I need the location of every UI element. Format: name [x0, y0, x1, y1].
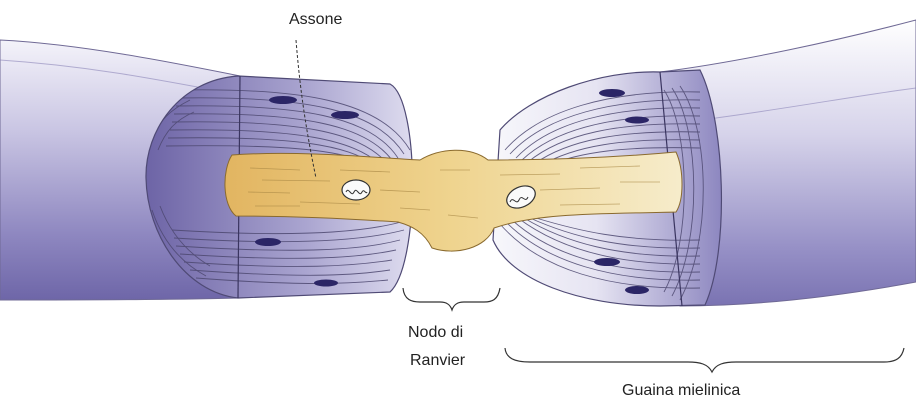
nucleus — [255, 238, 281, 246]
nucleus — [599, 89, 625, 97]
nucleus — [269, 96, 297, 104]
mitochondrion — [342, 180, 370, 200]
node-label-line2: Ranvier — [410, 350, 465, 372]
sheath-label: Guaina mielinica — [622, 380, 740, 402]
nucleus — [314, 280, 338, 287]
nucleus — [625, 286, 649, 294]
axon-label: Assone — [289, 9, 342, 31]
node-label-line1: Nodo di — [408, 322, 463, 344]
sheath-brace — [505, 348, 904, 372]
node-brace — [403, 288, 500, 310]
nucleus — [331, 111, 359, 119]
nucleus — [594, 258, 620, 266]
nucleus — [625, 117, 649, 124]
